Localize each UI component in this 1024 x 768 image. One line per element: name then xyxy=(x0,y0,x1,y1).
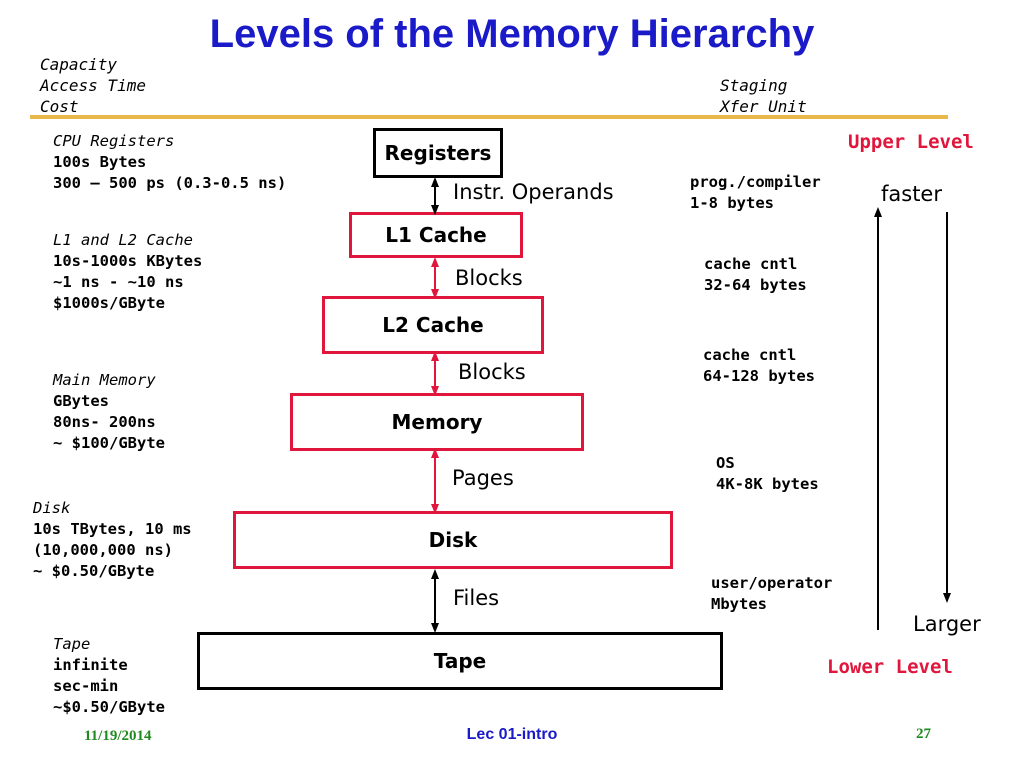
left-block-memory: Main Memory GBytes 80ns- 200ns ~ $100/GB… xyxy=(53,370,165,454)
staging-block-memory: OS 4K-8K bytes xyxy=(716,453,819,495)
upper-level-label: Upper Level xyxy=(848,131,974,153)
header-divider xyxy=(30,115,948,119)
staging-line: 32-64 bytes xyxy=(704,276,807,294)
left-block-tape: Tape infinite sec-min ~$0.50/GByte xyxy=(53,634,165,718)
left-block-line: sec-min xyxy=(53,677,119,695)
staging-line: user/operator xyxy=(711,574,833,592)
staging-line: 4K-8K bytes xyxy=(716,475,819,493)
left-block-line: (10,000,000 ns) xyxy=(33,541,173,559)
level-tape: Tape xyxy=(197,632,723,690)
left-block-line: 300 – 500 ps (0.3-0.5 ns) xyxy=(53,174,287,192)
page-title: Levels of the Memory Hierarchy xyxy=(209,12,815,56)
header-staging: Staging xyxy=(720,76,788,95)
staging-line: prog./compiler xyxy=(690,173,821,191)
faster-label: faster xyxy=(881,182,942,206)
staging-block-disk: user/operator Mbytes xyxy=(711,573,832,615)
staging-line: cache cntl xyxy=(703,346,797,364)
left-block-line: 10s TBytes, 10 ms xyxy=(33,520,192,538)
transfer-label-blocks-l1: Blocks xyxy=(455,266,523,290)
header-cost: Cost xyxy=(40,97,79,116)
left-block-cache: L1 and L2 Cache 10s-1000s KBytes ~1 ns -… xyxy=(53,230,202,314)
left-block-title: Tape xyxy=(53,635,91,653)
transfer-label-instr: Instr. Operands xyxy=(453,180,614,204)
staging-line: 64-128 bytes xyxy=(703,367,815,385)
left-block-line: 80ns- 200ns xyxy=(53,413,156,431)
left-block-line: GBytes xyxy=(53,392,109,410)
staging-line: cache cntl xyxy=(704,255,798,273)
transfer-label-pages: Pages xyxy=(452,466,514,490)
level-registers: Registers xyxy=(373,128,503,178)
header-xfer-unit: Xfer Unit xyxy=(720,97,807,116)
larger-label: Larger xyxy=(913,612,981,636)
staging-block-l1: cache cntl 32-64 bytes xyxy=(704,254,807,296)
left-block-title: CPU Registers xyxy=(53,132,175,150)
left-block-line: ~1 ns - ~10 ns xyxy=(53,273,184,291)
left-block-line: ~$0.50/GByte xyxy=(53,698,165,716)
staging-block-l2: cache cntl 64-128 bytes xyxy=(703,345,815,387)
left-block-line: 100s Bytes xyxy=(53,153,147,171)
footer-page-number: 27 xyxy=(916,726,931,742)
header-right: Staging Xfer Unit xyxy=(720,75,807,117)
left-block-title: Main Memory xyxy=(53,371,156,389)
left-block-registers: CPU Registers 100s Bytes 300 – 500 ps (0… xyxy=(53,131,286,194)
left-block-line: $1000s/GByte xyxy=(53,294,165,312)
staging-line: Mbytes xyxy=(711,595,767,613)
transfer-label-files: Files xyxy=(453,586,500,610)
header-left: Capacity Access Time Cost xyxy=(40,54,146,117)
left-block-line: ~ $100/GByte xyxy=(53,434,165,452)
staging-line: OS xyxy=(716,454,735,472)
left-block-line: ~ $0.50/GByte xyxy=(33,562,155,580)
footer-date: 11/19/2014 xyxy=(84,728,152,744)
left-block-disk: Disk 10s TBytes, 10 ms (10,000,000 ns) ~… xyxy=(33,498,192,582)
staging-line: 1-8 bytes xyxy=(690,194,774,212)
left-block-line: infinite xyxy=(53,656,128,674)
left-block-title: Disk xyxy=(33,499,71,517)
header-access-time: Access Time xyxy=(40,76,146,95)
transfer-label-blocks-l2: Blocks xyxy=(458,360,526,384)
header-capacity: Capacity xyxy=(40,55,118,74)
lower-level-label: Lower Level xyxy=(827,656,953,678)
left-block-title: L1 and L2 Cache xyxy=(53,231,193,249)
left-block-line: 10s-1000s KBytes xyxy=(53,252,203,270)
level-disk: Disk xyxy=(233,511,673,569)
staging-block-registers: prog./compiler 1-8 bytes xyxy=(690,172,821,214)
footer-lecture: Lec 01-intro xyxy=(466,726,558,743)
